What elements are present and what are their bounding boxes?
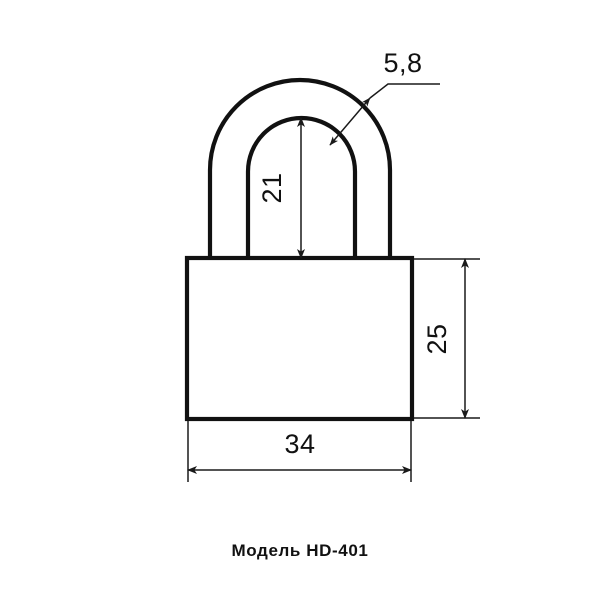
dimension-value-34: 34	[284, 429, 315, 459]
dimension-value-25: 25	[422, 323, 452, 354]
dimension-shackle-thickness: 5,8	[329, 48, 440, 146]
shackle-outer-outline	[207, 77, 393, 258]
dimension-body-width: 34	[187, 421, 412, 482]
shackle-thickness-leader	[369, 83, 440, 99]
lock-body-rectangle	[184, 255, 415, 422]
model-caption: Модель HD-401	[232, 541, 369, 560]
dimension-body-height: 25	[414, 258, 480, 419]
padlock-outline-group	[184, 77, 415, 422]
dimension-value-5-8: 5,8	[383, 48, 422, 78]
shackle-thickness-arrow-line	[329, 97, 371, 146]
dimension-shackle-clearance: 21	[257, 117, 305, 259]
dimension-value-21: 21	[257, 172, 287, 203]
